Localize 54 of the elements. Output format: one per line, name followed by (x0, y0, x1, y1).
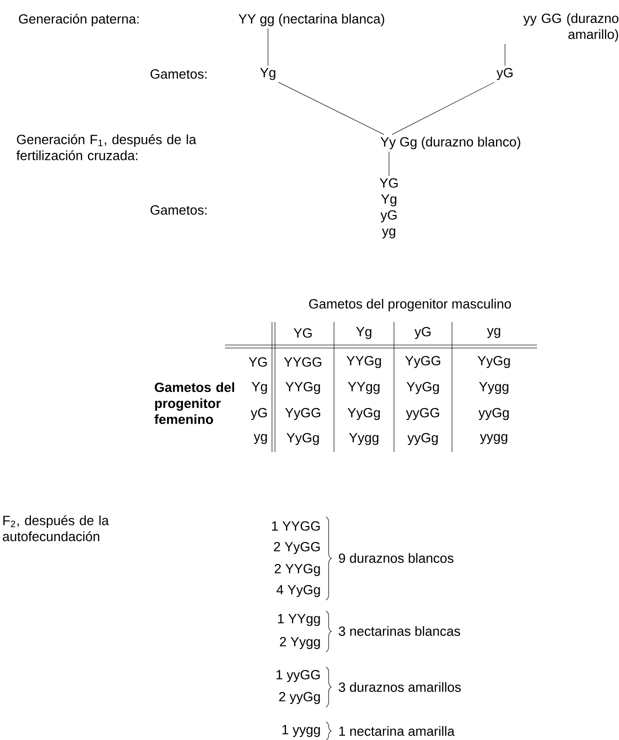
stage-label: Generación F$_{1}$, después de la fertilización cruzada: (16, 134, 196, 160)
table-cell: YyGg (478, 356, 510, 368)
genotype-count: 2 YyGG (274, 542, 320, 554)
table-cell: YyGg (286, 432, 319, 446)
table-cell: yygg (480, 434, 508, 444)
table-cell: yyGG (406, 408, 440, 420)
column-header: yG (414, 326, 431, 340)
row-header: yG (250, 408, 267, 420)
table-cell: yyGg (478, 408, 509, 420)
genotype-count: 1 yygg (282, 725, 320, 737)
table-cell: YyGG (405, 356, 440, 368)
connector-line (504, 44, 506, 66)
genotype-text: Yy Gg (durazno blanco) (380, 136, 520, 150)
table-cell: Yygg (479, 382, 508, 394)
genotype-count: 2 YYGg (274, 564, 320, 576)
row-title: Gametos del progenitor femenino (154, 382, 234, 424)
connector-line (278, 82, 384, 135)
phenotype-label: 1 nectarina amarilla (339, 726, 455, 736)
genotype-count: 2 Yygg (280, 636, 320, 650)
row-header: YG (248, 357, 267, 367)
table-cell: yyGg (407, 432, 438, 446)
genotype-count: 1 YYGG (272, 521, 320, 531)
table-cell: YyGG (285, 408, 320, 420)
genotype-text: YG Yg yG yg (380, 178, 398, 238)
column-header: Yg (356, 327, 372, 339)
row-header: yg (254, 434, 267, 444)
table-cell: Yygg (349, 433, 378, 445)
column-header: YG (294, 328, 312, 338)
genotype-text: YY gg (nectarina blanca) (238, 14, 384, 26)
stage-label: Generación paterna: (18, 14, 139, 26)
stage-label: Gametos: (150, 69, 207, 79)
connector-line (392, 82, 494, 135)
phenotype-label: 3 nectarinas blancas (338, 626, 460, 636)
genotype-text: yy GG (durazno amarillo) (523, 13, 618, 42)
stage-label: F$_{2}$, después de la autofecundación (2, 515, 109, 542)
genotype-count: 4 YyGg (276, 584, 320, 598)
table-cell: YYGg (286, 382, 320, 394)
row-header: Yg (252, 382, 267, 394)
connector-line (388, 151, 390, 176)
table-title: Gametos del progenitor masculino (309, 298, 511, 312)
genotype-text: Yg (260, 68, 276, 80)
table-cell: YYGg (346, 356, 381, 368)
phenotype-label: 3 duraznos amarillos (338, 682, 461, 692)
table-cell: YYgg (348, 382, 380, 394)
table-cell: YyGg (406, 382, 439, 394)
genotype-count: 2 yyGg (279, 692, 320, 704)
column-header: yg (487, 328, 500, 338)
table-cell: YyGg (348, 408, 380, 420)
genotype-text: yG (496, 68, 513, 80)
table-cell: YYGG (284, 357, 322, 367)
stage-label: Gametos: (150, 205, 207, 215)
genotype-count: 1 YYgg (278, 614, 320, 626)
phenotype-label: 9 duraznos blancos (338, 553, 454, 563)
genotype-count: 1 yyGG (276, 670, 320, 682)
